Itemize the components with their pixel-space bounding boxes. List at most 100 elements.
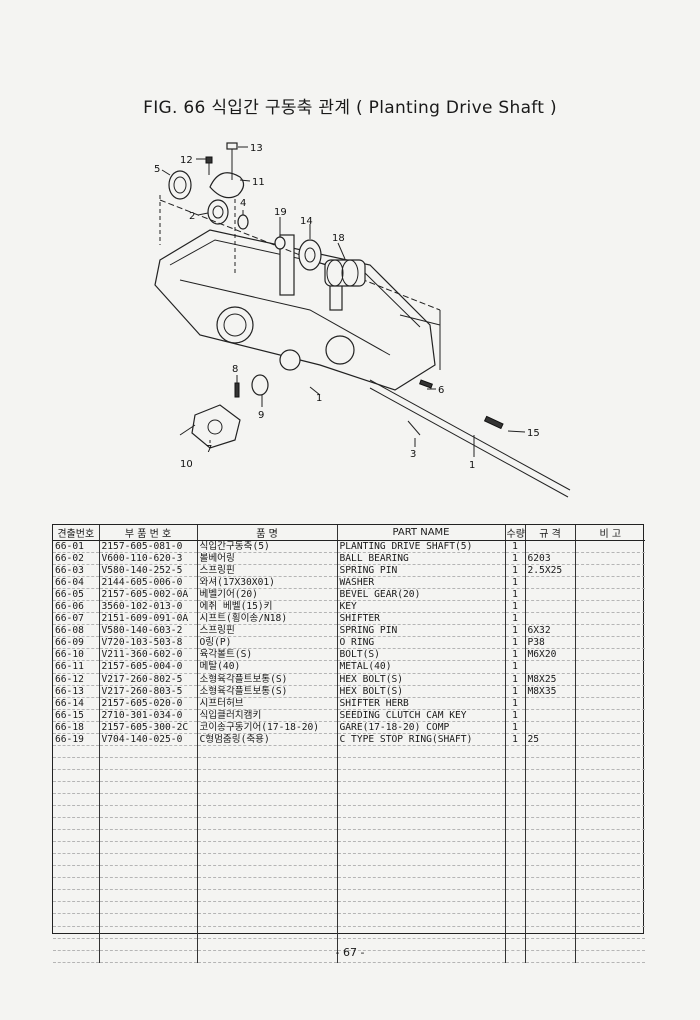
- empty-table-row: [53, 926, 645, 939]
- cell-qty: 1: [505, 660, 526, 674]
- cell-korean-name: 육각볼트(S): [197, 648, 338, 662]
- callout-12: 12: [180, 155, 193, 166]
- empty-cell: [99, 745, 198, 758]
- empty-cell: [99, 793, 198, 807]
- empty-cell: [197, 757, 338, 770]
- empty-cell: [99, 877, 198, 891]
- cell-korean-name: 스프링핀: [197, 624, 338, 638]
- figure-title: FIG. 66 식입간 구동축 관계 ( Planting Drive Shaf…: [0, 93, 700, 118]
- cell-qty: 1: [505, 636, 526, 650]
- empty-cell: [53, 938, 100, 951]
- empty-cell: [197, 829, 338, 843]
- empty-cell: [505, 841, 526, 855]
- empty-cell: [337, 805, 506, 819]
- empty-cell: [197, 950, 338, 963]
- cell-qty: 1: [505, 576, 526, 590]
- cell-qty: 1: [505, 588, 526, 602]
- cell-korean-name: 스프링핀: [197, 564, 338, 578]
- page-number: - 67 -: [335, 946, 365, 959]
- cell-part-name: METAL(40): [337, 660, 506, 674]
- empty-cell: [99, 805, 198, 819]
- empty-cell: [575, 769, 645, 782]
- empty-cell: [53, 913, 100, 927]
- empty-cell: [525, 757, 576, 770]
- callout-5: 5: [154, 164, 160, 175]
- callout-15: 15: [527, 428, 540, 439]
- cell-spec: 25: [525, 733, 576, 746]
- bearing-sprocket-drawing: [274, 236, 366, 287]
- empty-cell: [575, 877, 645, 891]
- empty-cell: [337, 757, 506, 770]
- cell-qty: 1: [505, 721, 526, 734]
- cell-qty: 1: [505, 685, 526, 698]
- cell-remarks: [575, 600, 645, 614]
- cell-part-number: V217-260-802-5: [99, 673, 198, 686]
- exploded-parts-diagram: 13 12 5 11 4 2 19 14 18 8 9 1 6 7 10 3 1…: [154, 142, 571, 498]
- cell-part-name: SPRING PIN: [337, 624, 506, 638]
- parts-table: 견출번호 부 품 번 호 품 명 PART NAME 수량 규 격 비 고 66…: [53, 525, 645, 963]
- empty-cell: [337, 901, 506, 915]
- cell-spec: 6203: [525, 552, 576, 566]
- empty-cell: [505, 769, 526, 782]
- cell-ref-no: 66-18: [53, 721, 100, 734]
- empty-cell: [99, 781, 198, 794]
- cell-remarks: [575, 612, 645, 626]
- empty-cell: [575, 841, 645, 855]
- cell-korean-name: 베벨기어(20): [197, 588, 338, 602]
- callout-3: 3: [410, 449, 416, 460]
- empty-cell: [197, 877, 338, 891]
- cell-part-name: HEX BOLT(S): [337, 673, 506, 686]
- empty-cell: [525, 829, 576, 843]
- empty-cell: [99, 950, 198, 963]
- empty-table-row: [53, 865, 645, 879]
- cell-korean-name: 시프트(횡이송/N18): [197, 612, 338, 626]
- callout-1-shaft: 1: [469, 460, 475, 471]
- cell-part-name: PLANTING DRIVE SHAFT(5): [337, 540, 506, 554]
- cell-ref-no: 66-09: [53, 636, 100, 650]
- cell-korean-name: 볼베어링: [197, 552, 338, 566]
- empty-cell: [99, 769, 198, 782]
- housing-drawing: [154, 185, 441, 391]
- cell-spec: M6X20: [525, 648, 576, 662]
- empty-cell: [53, 853, 100, 867]
- empty-cell: [337, 793, 506, 807]
- cell-part-number: 2157-605-002-0A: [99, 588, 198, 602]
- empty-cell: [505, 901, 526, 915]
- cell-part-number: 2157-605-081-0: [99, 540, 198, 554]
- cell-qty: 1: [505, 624, 526, 638]
- empty-cell: [575, 853, 645, 867]
- cell-ref-no: 66-07: [53, 612, 100, 626]
- header-korean-name: 품 명: [197, 525, 338, 541]
- empty-cell: [505, 926, 526, 939]
- cell-korean-name: 메탈(40): [197, 660, 338, 674]
- empty-cell: [505, 745, 526, 758]
- empty-cell: [337, 865, 506, 879]
- cell-remarks: [575, 709, 645, 722]
- cell-remarks: [575, 721, 645, 734]
- empty-cell: [575, 901, 645, 915]
- shaft-drawing: [369, 379, 571, 498]
- empty-cell: [99, 853, 198, 867]
- cell-spec: [525, 709, 576, 722]
- empty-cell: [337, 817, 506, 831]
- cell-ref-no: 66-05: [53, 588, 100, 602]
- empty-cell: [525, 805, 576, 819]
- cell-qty: 1: [505, 612, 526, 626]
- empty-cell: [99, 841, 198, 855]
- callout-4: 4: [240, 198, 246, 209]
- cell-part-name: BALL BEARING: [337, 552, 506, 566]
- empty-cell: [99, 901, 198, 915]
- cell-remarks: [575, 733, 645, 746]
- empty-cell: [525, 901, 576, 915]
- empty-cell: [337, 889, 506, 903]
